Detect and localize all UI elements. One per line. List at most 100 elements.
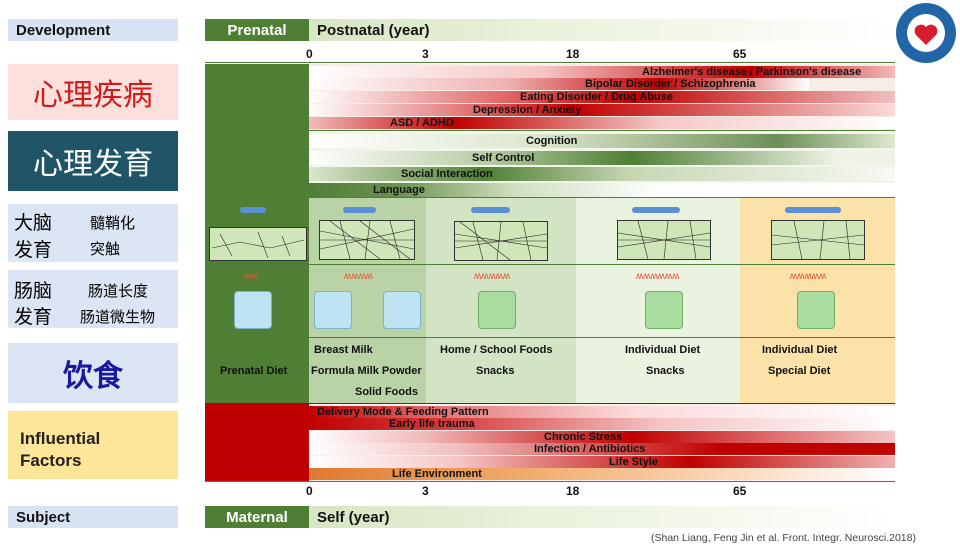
neuron-image-child — [454, 221, 548, 261]
citation: (Shan Liang, Feng Jin et al. Front. Inte… — [651, 532, 916, 544]
tick-bottom-3: 3 — [422, 484, 429, 498]
illness-band-3-label: Eating Disorder / Drug Abuse — [520, 91, 674, 103]
dev-band-2: Self Control — [309, 151, 895, 165]
mental-development-label: 心理发育 — [8, 131, 178, 191]
illness-band-4: Depression / Anxiety — [309, 104, 895, 116]
self-year-label: Self (year) — [317, 508, 390, 526]
factor-band-3: Chronic Stress — [309, 431, 895, 443]
factor-band-1: Delivery Mode & Feeding Pattern — [309, 406, 895, 418]
diet-snacks-child: Snacks — [476, 365, 515, 377]
neuron-image-prenatal — [209, 227, 307, 261]
factor-band-3-label: Chronic Stress — [544, 431, 623, 443]
factor-band-6: Life Environment — [309, 468, 895, 480]
bottom-divider — [205, 481, 895, 482]
divider-2 — [205, 197, 895, 198]
prenatal-factors-block — [205, 404, 309, 481]
dev-band-2-label: Self Control — [472, 152, 535, 164]
institute-logo — [896, 3, 956, 63]
illness-band-5: ASD / ADHD — [309, 117, 895, 129]
microbiota-box-infant-b — [383, 291, 421, 329]
intestine-icon-adult: ʍʍʍʍʍʍ — [636, 271, 680, 282]
factor-band-2: Early life trauma — [309, 418, 895, 430]
gut-line1: 肠脑 — [14, 280, 53, 302]
diet-special: Special Diet — [768, 365, 831, 377]
factor-band-5: Life Style — [309, 456, 895, 468]
neuron-image-elder — [771, 220, 865, 260]
diet-formula: Formula Milk Powder — [311, 365, 422, 377]
microbiota-box-child — [478, 291, 516, 329]
myelin-bar-infant — [343, 207, 376, 213]
timeline-top-bar — [205, 19, 895, 41]
diet-label: 饮食 — [8, 343, 178, 403]
tick-bottom-18: 18 — [566, 484, 580, 498]
timeline-bottom-bar — [205, 506, 895, 528]
myelin-bar-elder — [785, 207, 841, 213]
gut-development-label: 肠脑 发育 肠道长度 肠道微生物 — [8, 270, 178, 328]
top-divider — [205, 62, 895, 63]
divider-4 — [205, 337, 895, 338]
divider-3 — [205, 264, 895, 265]
illness-band-1: Alzheimer's disease / Parkinson's diseas… — [309, 66, 895, 78]
intestine-icon-infant: ʍʍʍʍ — [344, 271, 373, 282]
tick-top-18: 18 — [566, 47, 580, 61]
illness-band-3: Eating Disorder / Drug Abuse — [309, 91, 895, 103]
illness-band-2-label: Bipolar Disorder / Schizophrenia — [585, 78, 756, 90]
myelin-bar-adult — [632, 207, 680, 213]
dev-band-1-label: Cognition — [526, 135, 578, 147]
factor-band-5-label: Life Style — [609, 456, 658, 468]
diet-solid-foods: Solid Foods — [355, 386, 418, 398]
gut-line2: 发育 — [14, 306, 53, 328]
dev-band-4: Language — [309, 183, 895, 197]
illness-band-4-label: Depression / Anxiety — [473, 104, 582, 116]
dev-band-3: Social Interaction — [309, 167, 895, 181]
dev-band-4-label: Language — [373, 184, 425, 196]
tick-top-3: 3 — [422, 47, 429, 61]
tick-top-0: 0 — [306, 47, 313, 61]
synapse-term: 突触 — [90, 240, 121, 258]
illness-band-5-label: ASD / ADHD — [390, 117, 454, 129]
divider-5 — [205, 403, 895, 404]
prenatal-header: Prenatal — [205, 19, 309, 41]
brain-line1: 大脑 — [14, 212, 53, 234]
myelin-bar-child — [471, 207, 510, 213]
gut-microbiota-term: 肠道微生物 — [80, 308, 156, 326]
postnatal-header: Postnatal (year) — [317, 21, 430, 39]
diet-home-school: Home / School Foods — [440, 344, 553, 356]
mental-illness-label: 心理疾病 — [8, 64, 178, 120]
subject-label: Subject — [8, 506, 178, 528]
microbiota-box-elder — [797, 291, 835, 329]
microbiota-box-adult — [645, 291, 683, 329]
tick-bottom-0: 0 — [306, 484, 313, 498]
factor-band-4-label: Infection / Antibiotics — [534, 443, 646, 455]
brain-line2: 发育 — [14, 239, 53, 261]
microbiota-box-prenatal — [234, 291, 272, 329]
dev-band-3-label: Social Interaction — [401, 168, 493, 180]
factor-band-1-label: Delivery Mode & Feeding Pattern — [317, 406, 489, 418]
gut-length-term: 肠道长度 — [88, 282, 149, 300]
illness-band-2: Bipolar Disorder / Schizophrenia — [309, 78, 809, 90]
illness-band-1-label: Alzheimer's disease / Parkinson's diseas… — [642, 66, 862, 78]
intestine-icon-elder: ʍʍʍʍʍ — [790, 271, 827, 282]
microbiota-box-infant-a — [314, 291, 352, 329]
intestine-icon-child: ʍʍʍʍʍ — [474, 271, 511, 282]
intestine-icon-prenatal: ʍʍ — [244, 271, 259, 282]
diet-breast-milk: Breast Milk — [314, 344, 373, 356]
neuron-image-infant — [319, 220, 415, 260]
maternal-label: Maternal — [205, 506, 309, 528]
myelin-bar-prenatal — [240, 207, 266, 213]
diet-snacks-adult: Snacks — [646, 365, 685, 377]
tick-bottom-65: 65 — [733, 484, 747, 498]
factors-label: Influential Factors — [20, 429, 101, 470]
factor-band-6-label: Life Environment — [392, 468, 482, 480]
neuron-image-adult — [617, 220, 711, 260]
development-label: Development — [8, 19, 178, 41]
dev-band-1: Cognition — [309, 134, 895, 148]
divider-1 — [205, 130, 895, 131]
factors-label-box: Influential Factors — [8, 411, 178, 479]
prenatal-diet: Prenatal Diet — [220, 365, 288, 377]
myelination-term: 髓鞘化 — [90, 214, 136, 232]
diet-individual-adult: Individual Diet — [625, 344, 701, 356]
diet-individual-elder: Individual Diet — [762, 344, 838, 356]
tick-top-65: 65 — [733, 47, 747, 61]
factor-band-4: Infection / Antibiotics — [309, 443, 895, 455]
